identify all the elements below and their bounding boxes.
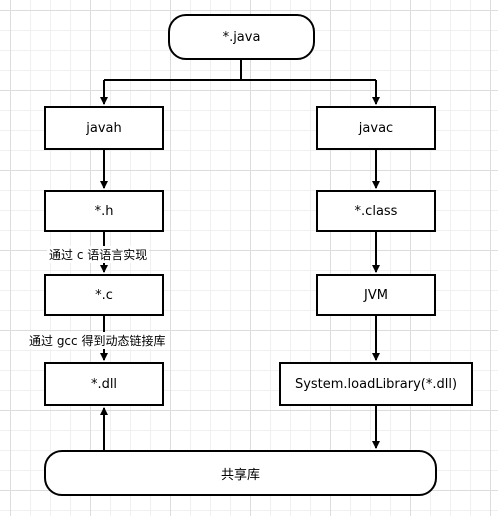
header-file-node: *.h [44, 190, 164, 232]
dll-file-node: *.dll [44, 362, 164, 406]
javah-label: javah [86, 120, 122, 136]
dll-file-label: *.dll [90, 376, 118, 392]
java-source-label: *.java [222, 29, 261, 45]
shared-library-label: 共享库 [220, 467, 260, 483]
class-file-label: *.class [354, 203, 398, 219]
jvm-node: JVM [316, 274, 436, 316]
gcc-label: 通过 gcc 得到动态链接库 [27, 332, 168, 349]
c-file-label: *.c [95, 287, 113, 303]
c-file-node: *.c [44, 274, 164, 316]
javah-node: javah [44, 106, 164, 150]
java-source-node: *.java [168, 14, 315, 60]
class-file-node: *.class [316, 190, 436, 232]
javac-label: javac [358, 120, 394, 136]
jvm-label: JVM [364, 287, 388, 303]
load-library-label: System.loadLibrary(*.dll) [294, 376, 458, 392]
javac-node: javac [316, 106, 436, 150]
load-library-node: System.loadLibrary(*.dll) [279, 362, 473, 406]
header-file-label: *.h [94, 203, 114, 219]
shared-library-node: 共享库 [44, 450, 437, 496]
c-compile-label: 通过 c 语语言实现 [47, 246, 150, 263]
